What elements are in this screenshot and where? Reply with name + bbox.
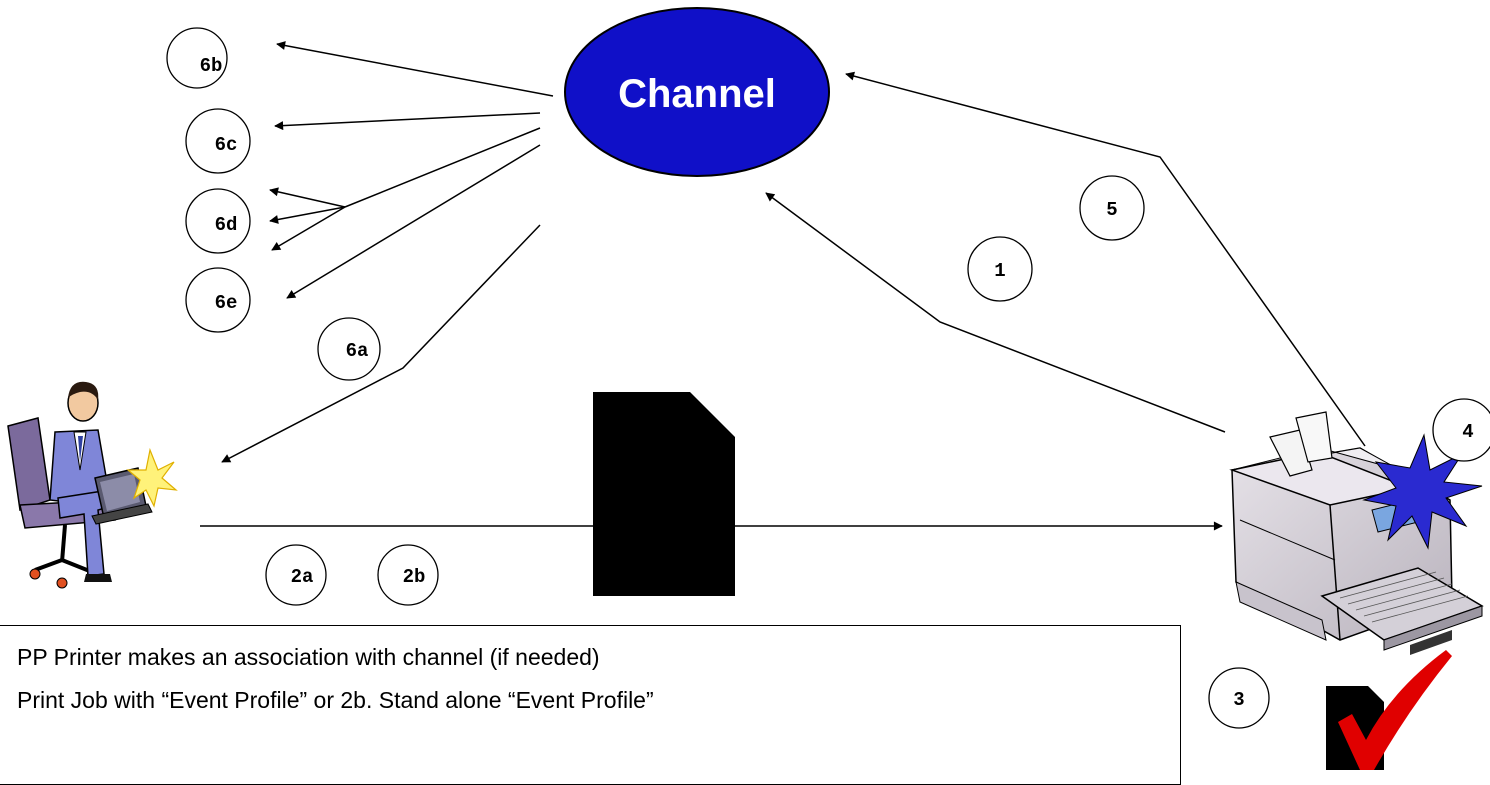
document-icon: [593, 392, 735, 596]
step-2b-label: 2b: [403, 566, 426, 588]
note-line-2: Print Job with “Event Profile” or 2b. St…: [17, 687, 654, 713]
event-burst-icon: [1362, 433, 1483, 550]
step-6d: 6d: [185, 188, 251, 254]
step-2b: 2b: [377, 544, 439, 606]
step-6c-label: 6c: [215, 134, 238, 156]
user-at-laptop-icon: [7, 381, 178, 589]
arrow-6d-top: [269, 187, 346, 208]
step-2a: 2a: [265, 544, 327, 606]
step-6a: 6a: [317, 317, 381, 381]
step-5-label: 5: [1106, 199, 1117, 221]
step-5: 5: [1079, 175, 1145, 241]
arrow-6d-bottom: [271, 206, 346, 251]
arrow-6b: [276, 41, 554, 97]
step-4-label: 4: [1462, 421, 1473, 443]
note-line-1: PP Printer makes an association with cha…: [17, 644, 600, 670]
notes-box: PP Printer makes an association with cha…: [0, 625, 1181, 785]
arrow-6a: [221, 224, 541, 463]
arrow-6d-mid: [269, 206, 346, 224]
channel-label: Channel: [618, 72, 776, 116]
step-6e-label: 6e: [215, 292, 238, 314]
step-6d-label: 6d: [215, 214, 238, 236]
step-1-label: 1: [994, 260, 1005, 282]
step-3-label: 3: [1233, 689, 1244, 711]
arrow-5: [845, 71, 1366, 447]
arrow-6e: [286, 144, 541, 299]
step-6a-label: 6a: [346, 340, 369, 362]
printer-icon: [1229, 411, 1484, 655]
step-3: 3: [1208, 667, 1270, 729]
arrow-6c: [274, 112, 541, 131]
step-2a-label: 2a: [291, 566, 314, 588]
arrow-6d-trunk: [344, 127, 541, 208]
arrow-1: [765, 192, 1226, 433]
step-6b: 6b: [166, 27, 228, 89]
checkmark-icon: [1338, 650, 1452, 770]
step-1: 1: [967, 236, 1033, 302]
step-6b-label: 6b: [200, 55, 223, 77]
channel-node: Channel: [564, 7, 830, 177]
step-4: 4: [1432, 398, 1490, 462]
step-6c: 6c: [185, 108, 251, 174]
step-6e: 6e: [185, 267, 251, 333]
